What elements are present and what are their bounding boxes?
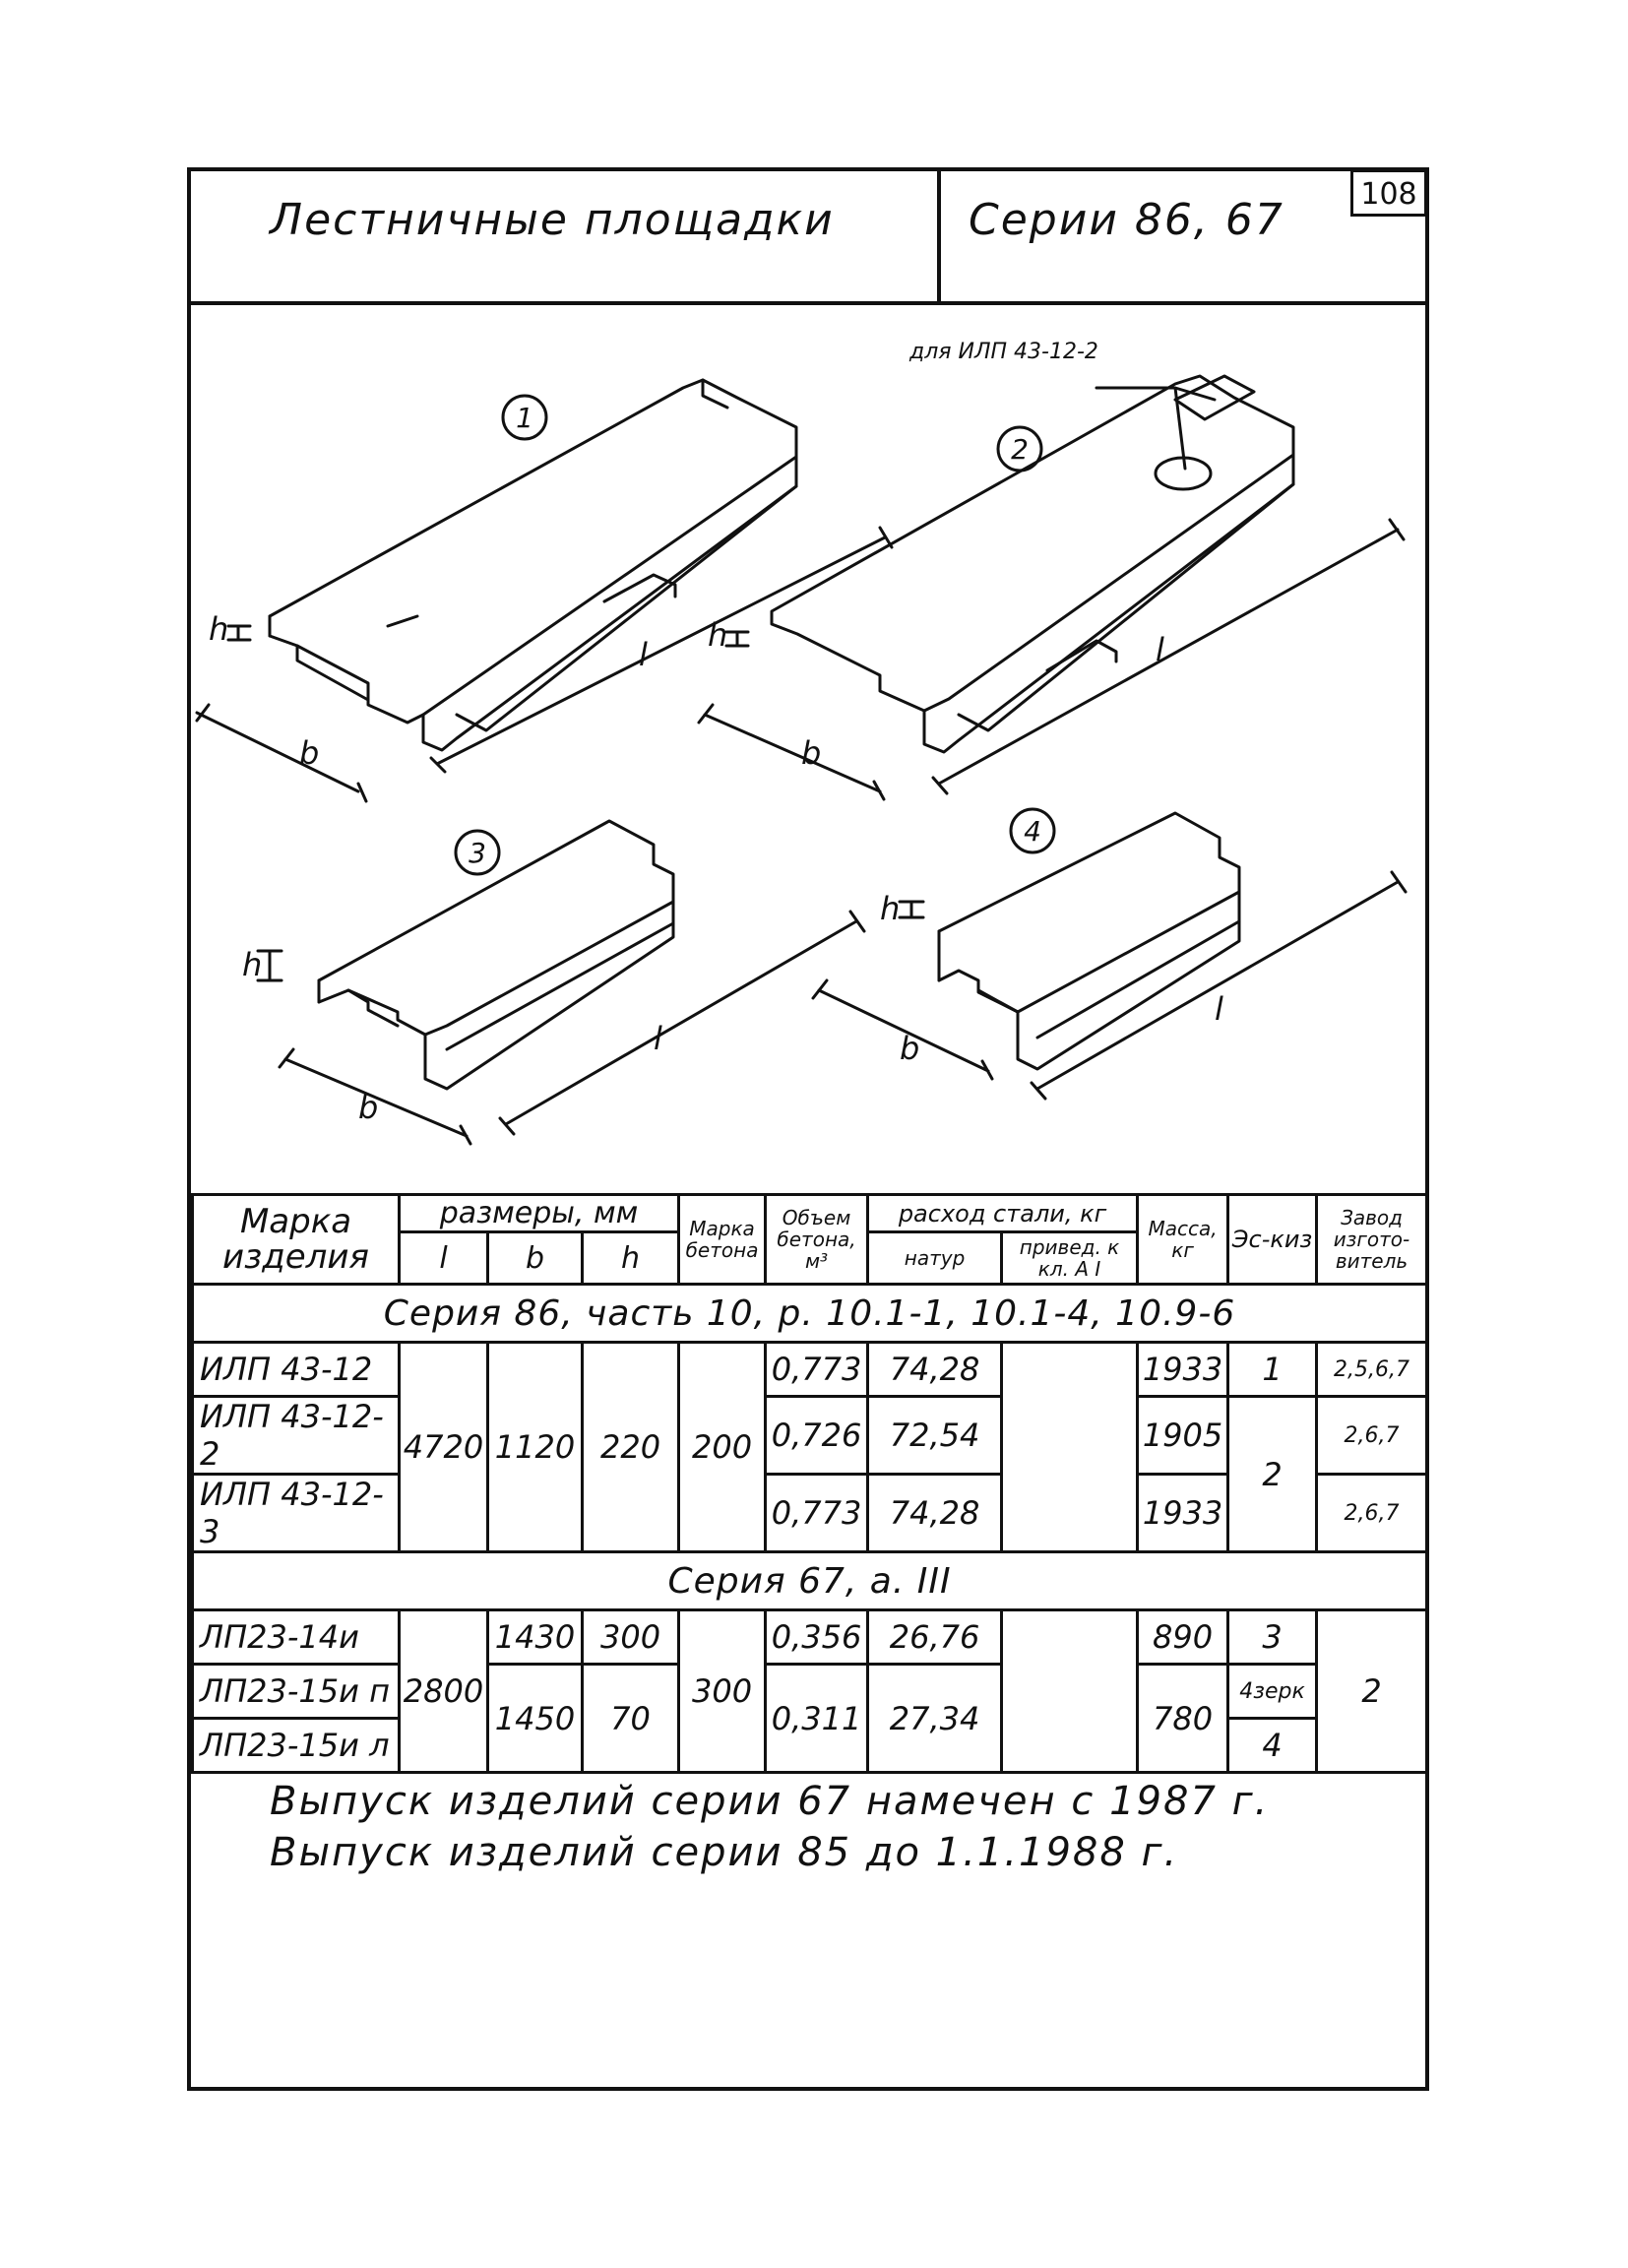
series67-title: Серия 67, а. III: [190, 1550, 1429, 1611]
cell-mass: 1933: [1136, 1341, 1230, 1398]
dim-l-1: l: [639, 636, 648, 673]
dim-h-1: h: [209, 610, 228, 648]
cell-h: 70: [580, 1663, 681, 1774]
header-b: b: [486, 1230, 584, 1286]
header-h: h: [580, 1230, 681, 1286]
dim-b-2: b: [801, 734, 821, 772]
drawing-number-3: 3: [469, 837, 486, 869]
series-label: Серии 86, 67: [969, 195, 1284, 245]
cell-sketch: 1: [1226, 1341, 1319, 1398]
cell-mass: 1905: [1136, 1395, 1230, 1476]
notes: Выпуск изделий серии 67 намечен с 1987 г…: [270, 1776, 1269, 1878]
dim-l-2: l: [1156, 631, 1164, 668]
cell-mass: 890: [1136, 1608, 1230, 1666]
label-circle-4: [1009, 807, 1056, 854]
cell-steel-reduced: [1000, 1608, 1140, 1774]
landing-slab-3: [256, 819, 866, 1146]
header-l: l: [398, 1230, 489, 1286]
note-line: Выпуск изделий серии 67 намечен с 1987 г…: [270, 1779, 1270, 1824]
cell-steel: 74,28: [866, 1473, 1004, 1553]
sheet-title: Лестничные площадки: [270, 195, 835, 245]
row-mark: ЛП23-15и п: [191, 1663, 401, 1720]
cell-steel: 26,76: [866, 1608, 1004, 1666]
cell-mass: 780: [1136, 1663, 1230, 1774]
dim-h-2: h: [708, 616, 727, 654]
cell-sketch: 2: [1226, 1395, 1319, 1553]
row-mark: ЛП23-14и: [191, 1608, 401, 1666]
cell-b: 1120: [486, 1341, 584, 1553]
dim-b-3: b: [358, 1089, 378, 1126]
cell-volume: 0,311: [764, 1663, 870, 1774]
cell-l: 2800: [398, 1608, 489, 1774]
dim-b-1: b: [299, 734, 319, 772]
header-sketch: Эс-киз: [1226, 1193, 1319, 1286]
row-mark: ЛП23-15и л: [191, 1717, 401, 1774]
isometric-drawings: 1 2 3 4 для ИЛП 43-12-2 h b l h b l h b …: [191, 301, 1425, 1193]
cell-steel: 72,54: [866, 1395, 1004, 1476]
spec-table: Марка изделия размеры, мм Марка бетона О…: [190, 1193, 1429, 1774]
cell-volume: 0,773: [764, 1341, 870, 1398]
header-volume: Объем бетона, м³: [764, 1193, 870, 1286]
header-steel-reduced: привед. к кл. А I: [1000, 1230, 1140, 1286]
cell-concrete: 200: [677, 1341, 768, 1553]
drawing-sheet: Лестничные площадки Серии 86, 67 108: [187, 167, 1429, 2091]
cell-h: 220: [580, 1341, 681, 1553]
row-mark: ИЛП 43-12: [191, 1341, 401, 1398]
header-dims: размеры, мм: [397, 1193, 681, 1233]
header-steel-natur: натур: [866, 1230, 1004, 1286]
label-circle-3: [454, 829, 501, 876]
title-block: Лестничные площадки Серии 86, 67 108: [191, 169, 1427, 305]
label-circle-1: [501, 394, 548, 441]
dim-h-3: h: [242, 946, 262, 983]
cell-volume: 0,726: [764, 1395, 870, 1476]
dim-l-4: l: [1215, 990, 1223, 1028]
cell-b: 1450: [486, 1663, 584, 1774]
drawing-number-1: 1: [516, 402, 533, 434]
drawing-number-4: 4: [1024, 815, 1041, 848]
dim-l-3: l: [654, 1020, 662, 1057]
cell-h: 300: [580, 1608, 681, 1666]
cell-plant: 2: [1315, 1608, 1429, 1774]
cell-l: 4720: [398, 1341, 489, 1553]
header-divider: [937, 171, 941, 301]
cell-concrete: 300: [677, 1608, 768, 1774]
cell-volume: 0,773: [764, 1473, 870, 1553]
cell-mass: 1933: [1136, 1473, 1230, 1553]
landing-slab-2: [697, 374, 1406, 801]
header-plant: Завод изгото-витель: [1315, 1193, 1429, 1286]
dim-h-4: h: [880, 890, 900, 927]
note-line: Выпуск изделий серии 85 до 1.1.1988 г.: [270, 1830, 1179, 1875]
cell-b: 1430: [486, 1608, 584, 1666]
row-mark: ИЛП 43-12-2: [191, 1395, 401, 1476]
cell-plant: 2,6,7: [1315, 1395, 1429, 1476]
hole-note: для ИЛП 43-12-2: [908, 340, 1098, 364]
cell-volume: 0,356: [764, 1608, 870, 1666]
cell-sketch: 4: [1226, 1717, 1319, 1774]
sheet-number: 108: [1350, 169, 1427, 217]
header-mark: Марка изделия: [191, 1193, 401, 1286]
cell-sketch: 3: [1226, 1608, 1319, 1666]
cell-plant: 2,5,6,7: [1315, 1341, 1429, 1398]
drawings-svg: 1 2 3 4 для ИЛП 43-12-2 h b l h b l h b …: [195, 340, 1408, 1146]
label-circle-2: [996, 425, 1043, 472]
header-mass: Масса, кг: [1136, 1193, 1230, 1286]
cell-steel: 74,28: [866, 1341, 1004, 1398]
row-mark: ИЛП 43-12-3: [191, 1473, 401, 1553]
landing-slab-4: [811, 811, 1408, 1101]
cell-plant: 2,6,7: [1315, 1473, 1429, 1553]
header-concrete-grade: Марка бетона: [677, 1193, 768, 1286]
dim-b-4: b: [900, 1030, 919, 1067]
series86-title: Серия 86, часть 10, р. 10.1-1, 10.1-4, 1…: [190, 1283, 1429, 1344]
cell-steel: 27,34: [866, 1663, 1004, 1774]
header-steel: расход стали, кг: [866, 1193, 1140, 1233]
cell-steel-reduced: [1000, 1341, 1140, 1553]
cell-sketch: 4зерк: [1226, 1663, 1319, 1720]
drawing-number-2: 2: [1011, 433, 1029, 466]
